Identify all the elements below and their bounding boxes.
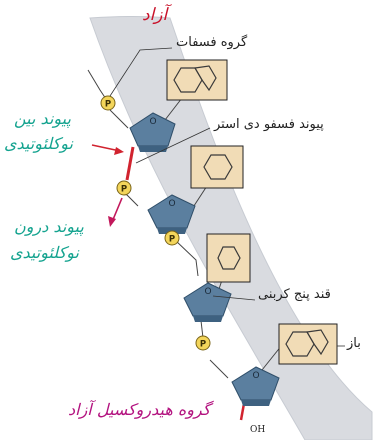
base-3 — [206, 233, 251, 283]
strand-backbone-band — [89, 16, 373, 440]
phosphate-symbol: P — [105, 100, 111, 110]
ring-oxygen-label: O — [168, 199, 175, 209]
phosphate-3: P — [164, 230, 180, 246]
phosphodiester-bond-label: پیوند فسفو دی استر — [214, 117, 324, 132]
intranucleotide-bond-line1: پیوند درون — [14, 217, 84, 236]
intranucleotide-arrowhead — [108, 216, 116, 227]
sugar-1: O — [129, 112, 176, 152]
phosphodiester-bond-line — [125, 146, 135, 181]
phosphate-1: P — [100, 95, 116, 111]
free-hydroxyl-group-label: گروه هیدروکسیل آزاد — [68, 400, 211, 419]
five-carbon-sugar-label: قند پنج کربنی — [258, 287, 331, 302]
intranucleotide-bond-line2: نوکلئوتیدی — [10, 243, 79, 262]
base-4 — [278, 323, 338, 365]
phosphate-2: P — [116, 180, 132, 196]
phosphate-4: P — [195, 335, 211, 351]
internucleotide-bond-line1: پیوند بین — [14, 109, 71, 128]
oh-label: OH — [250, 425, 265, 435]
phosphate-symbol: P — [121, 185, 127, 195]
phosphate-symbol: P — [200, 340, 206, 350]
free-top-label: آزاد — [142, 5, 168, 25]
sugar-3: O — [183, 282, 232, 322]
phosphate-symbol: P — [169, 235, 175, 245]
ring-oxygen-label: O — [252, 371, 259, 381]
internucleotide-arrowhead — [114, 147, 124, 155]
phosphate-group-label: گروه فسفات — [176, 35, 248, 50]
leader-lines — [109, 47, 345, 347]
base-2 — [190, 145, 244, 189]
intranucleotide-arrow — [111, 197, 123, 223]
base-1 — [166, 59, 228, 101]
ring-oxygen-label: O — [204, 287, 211, 297]
ring-oxygen-label: O — [149, 117, 156, 127]
internucleotide-bond-line2: نوکلئوتیدی — [4, 134, 73, 153]
sugar-4: O — [231, 366, 280, 406]
base-label: باز — [347, 336, 361, 351]
